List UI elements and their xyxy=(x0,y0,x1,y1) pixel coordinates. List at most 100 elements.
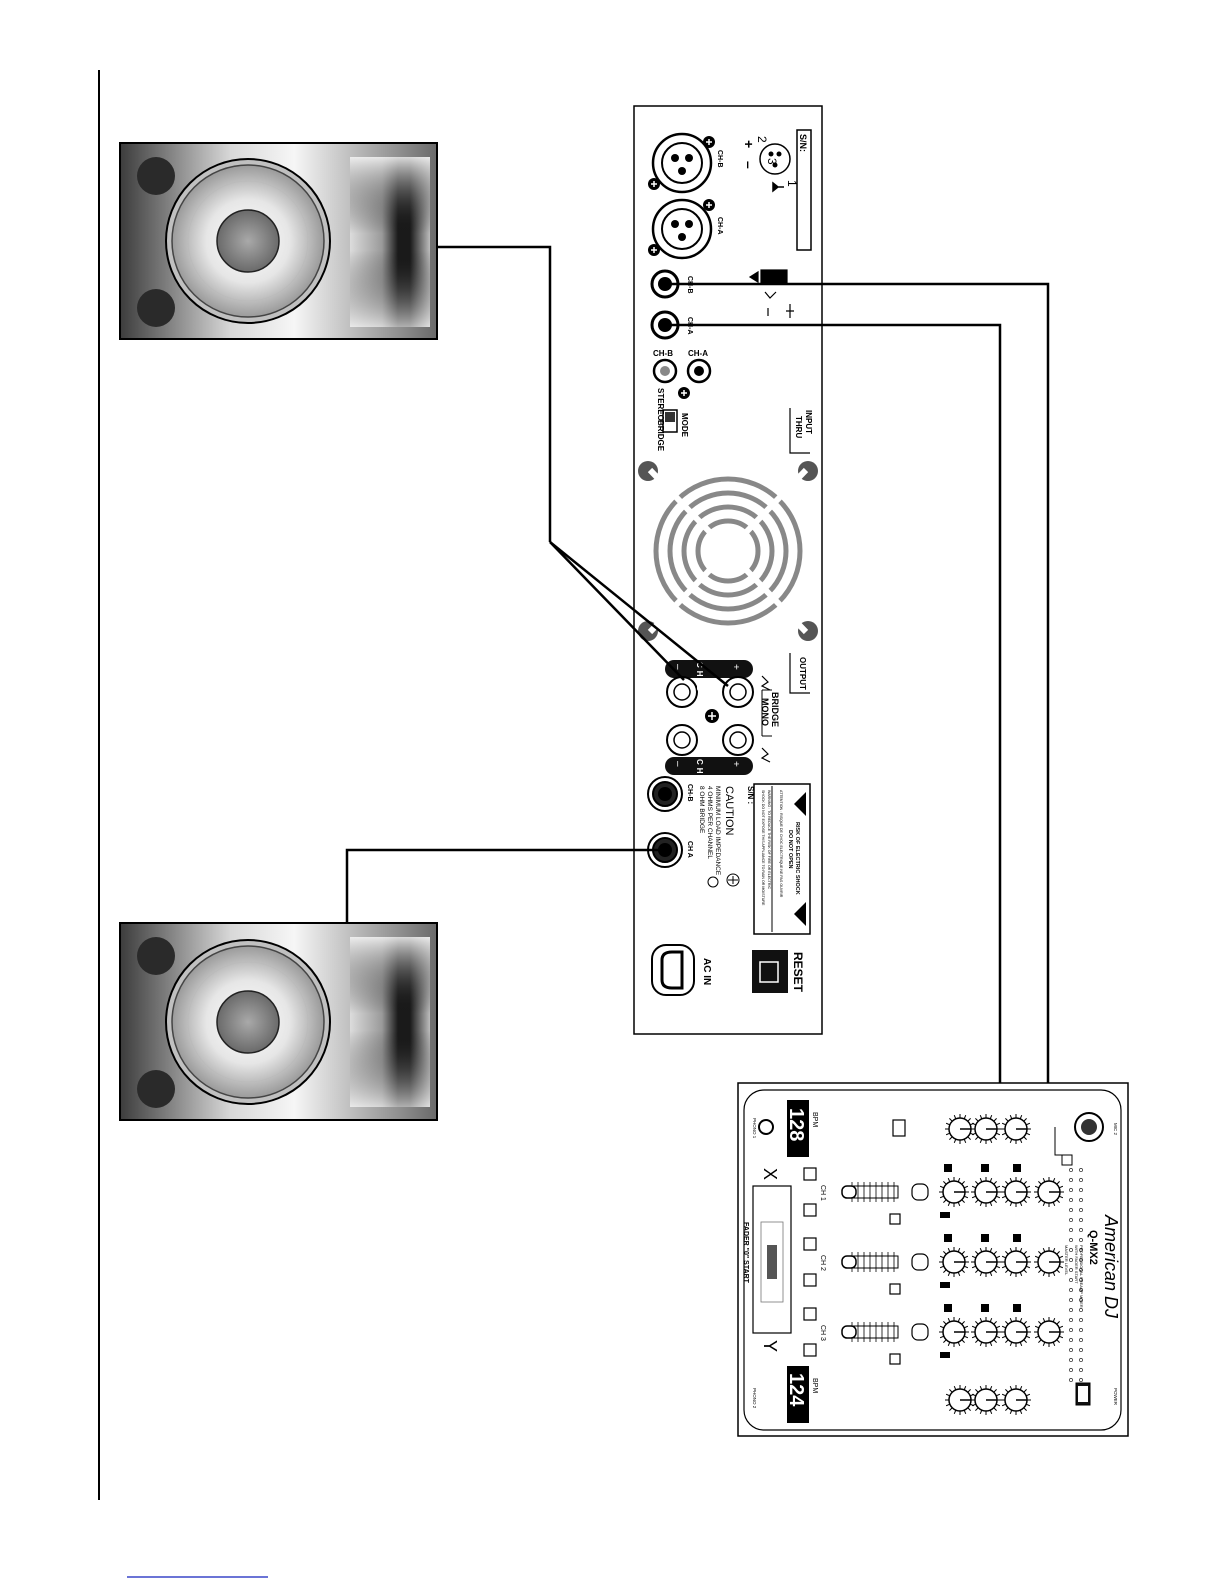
svg-text:–: – xyxy=(672,664,683,670)
dj-mixer: 128 BPM 124 BPM PHONO 1 PHONO 2 X Y FADE… xyxy=(737,1082,1129,1437)
rca-input-ch-b: CH-B xyxy=(652,349,678,384)
amplifier-rear-panel: CH-B CH-A + 2 – 3 1 S/N: CH-B CH-A xyxy=(633,105,823,1035)
svg-text:X: X xyxy=(760,1168,780,1180)
svg-text:POWER: POWER xyxy=(1113,1388,1118,1406)
eq-knob[interactable] xyxy=(1001,1317,1031,1347)
eq-knob[interactable] xyxy=(971,1247,1001,1277)
eq-knob[interactable] xyxy=(971,1177,1001,1207)
rca-input-ch-a: CH-A xyxy=(686,349,712,384)
bridge-mono-label: BRIDGE MONO xyxy=(760,675,780,763)
channel-strip-2 xyxy=(803,1234,1021,1295)
mixer-branding: American DJ Q-MX2 PROFESSIONAL PREAMP MI… xyxy=(1064,1214,1121,1319)
mic-input: MIC 2 xyxy=(1054,1112,1118,1166)
svg-text:CH A: CH A xyxy=(686,841,693,858)
svg-text:WITH FADER START: WITH FADER START xyxy=(1074,1245,1079,1284)
speaker-cabinet-top xyxy=(119,142,438,340)
channel-label: CH 3 xyxy=(819,1325,826,1341)
gain-knob[interactable] xyxy=(971,1114,1001,1144)
xlr-input-ch-b xyxy=(651,132,713,194)
eq-knob[interactable] xyxy=(939,1247,969,1277)
binding-posts: – + – + CH-B CH-A xyxy=(665,660,754,791)
power-switch[interactable]: POWER xyxy=(1075,1382,1118,1406)
svg-text:FADER "0" START: FADER "0" START xyxy=(742,1222,749,1284)
channel-label: CH 1 xyxy=(819,1185,826,1201)
svg-text:3: 3 xyxy=(765,158,779,165)
xlr-ch-b-label: CH-B xyxy=(716,150,723,168)
svg-text:OUTPUT: OUTPUT xyxy=(798,657,807,690)
crossfader[interactable]: X Y FADER "0" START xyxy=(742,1168,792,1352)
mixer-brand: American DJ xyxy=(1101,1214,1121,1319)
gain-knob[interactable] xyxy=(1001,1385,1031,1415)
cables xyxy=(345,245,1050,1083)
eq-knob[interactable] xyxy=(939,1317,969,1347)
channel-strips: CH 1CH 2CH 3 xyxy=(803,1119,1021,1365)
svg-text:S/N:: S/N: xyxy=(798,134,808,152)
svg-text:CH-B: CH-B xyxy=(686,784,693,802)
gain-knob[interactable] xyxy=(971,1385,1001,1415)
channel-strip-3 xyxy=(803,1304,1021,1365)
svg-text:–: – xyxy=(672,761,683,767)
eq-knob[interactable] xyxy=(1001,1247,1031,1277)
svg-text:AC IN: AC IN xyxy=(701,958,712,985)
svg-text:MODE: MODE xyxy=(680,413,689,438)
bpm-switch[interactable] xyxy=(892,1119,906,1137)
gain-knob[interactable] xyxy=(1001,1114,1031,1144)
svg-text:BPM: BPM xyxy=(811,1112,818,1127)
svg-text:BPM: BPM xyxy=(811,1378,818,1393)
svg-text:124: 124 xyxy=(785,1373,807,1407)
bpm-display-2: 124 BPM xyxy=(785,1366,818,1423)
xlr-input-ch-a xyxy=(651,198,713,260)
level-meter xyxy=(1069,1168,1083,1382)
cable-mixer-to-ch-a xyxy=(665,323,1002,1083)
svg-text:1: 1 xyxy=(785,180,799,187)
svg-text:+: + xyxy=(741,140,757,148)
eq-knob[interactable] xyxy=(1034,1177,1064,1207)
eq-knob[interactable] xyxy=(939,1177,969,1207)
speaker-cabinet-bottom xyxy=(119,922,438,1121)
caution-label: CAUTION MINIMUM LOAD IMPEDANCE 4 OHMS PE… xyxy=(698,786,755,888)
svg-text:2: 2 xyxy=(755,136,769,143)
fan-grill xyxy=(638,461,818,641)
svg-text:Y: Y xyxy=(760,1340,780,1352)
electric-shock-warning: RISK OF ELECTRIC SHOCK DO NOT OPEN ATTEN… xyxy=(753,783,811,935)
cable-top-speaker-to-bridge xyxy=(437,245,552,542)
svg-text:PHONO 2: PHONO 2 xyxy=(752,1388,757,1409)
mixer-model: Q-MX2 xyxy=(1087,1230,1099,1265)
output-label: OUTPUT xyxy=(789,653,810,694)
gain-knob[interactable] xyxy=(945,1114,975,1144)
eq-knob[interactable] xyxy=(1034,1317,1064,1347)
channel-strip-1 xyxy=(803,1164,1021,1225)
svg-text:WARNING : TO REDUCE THE RISK O: WARNING : TO REDUCE THE RISK OF FIRE OR … xyxy=(767,790,771,890)
ac-power-inlet: AC IN xyxy=(651,944,712,996)
knob-array xyxy=(939,1114,1064,1415)
gain-knob[interactable] xyxy=(945,1385,975,1415)
svg-text:RESET: RESET xyxy=(791,952,805,993)
reset-button[interactable]: RESET xyxy=(752,950,805,993)
svg-text:+: + xyxy=(730,761,741,767)
svg-text:PHONO 1: PHONO 1 xyxy=(752,1118,757,1139)
svg-text:CH-A: CH-A xyxy=(688,349,708,358)
svg-text:ATTENTION : RISQUE DE CHOC ELE: ATTENTION : RISQUE DE CHOC ELECTRIQUE NE… xyxy=(779,790,783,898)
svg-text:S/N :: S/N : xyxy=(746,786,755,804)
svg-text:CAUTION: CAUTION xyxy=(723,786,735,836)
eq-knob[interactable] xyxy=(971,1317,1001,1347)
svg-text:CH-B: CH-B xyxy=(653,349,673,358)
svg-text:8 OHM BRIDGE: 8 OHM BRIDGE xyxy=(698,786,705,834)
headphone-jack xyxy=(758,1119,774,1135)
eq-knob[interactable] xyxy=(1001,1177,1031,1207)
svg-text:INPUT: INPUT xyxy=(804,410,813,434)
svg-text:+: + xyxy=(730,664,741,670)
svg-text:MASTER LEVEL: MASTER LEVEL xyxy=(1064,1245,1069,1276)
svg-text:BRIDGE: BRIDGE xyxy=(656,420,665,452)
input-thru-label: INPUT THRU xyxy=(789,408,813,454)
svg-text:BRIDGE: BRIDGE xyxy=(770,692,780,727)
eq-knob[interactable] xyxy=(1034,1247,1064,1277)
svg-text:MONO: MONO xyxy=(760,698,770,726)
stereo-bridge-mode-switch[interactable]: STEREO BRIDGE MODE xyxy=(656,388,689,452)
svg-text:PROFESSIONAL PREAMP MIXER: PROFESSIONAL PREAMP MIXER xyxy=(1079,1245,1084,1308)
svg-text:SHOCK DO NOT EXPOSE THIS APPLI: SHOCK DO NOT EXPOSE THIS APPLIANCE TO RA… xyxy=(761,790,765,906)
svg-text:4 OHMS PER CHANNEL: 4 OHMS PER CHANNEL xyxy=(706,786,713,859)
speakon-output-ch-b: CH-B xyxy=(647,776,693,812)
cable-bottom-speaker-to-ch-a xyxy=(345,848,665,922)
